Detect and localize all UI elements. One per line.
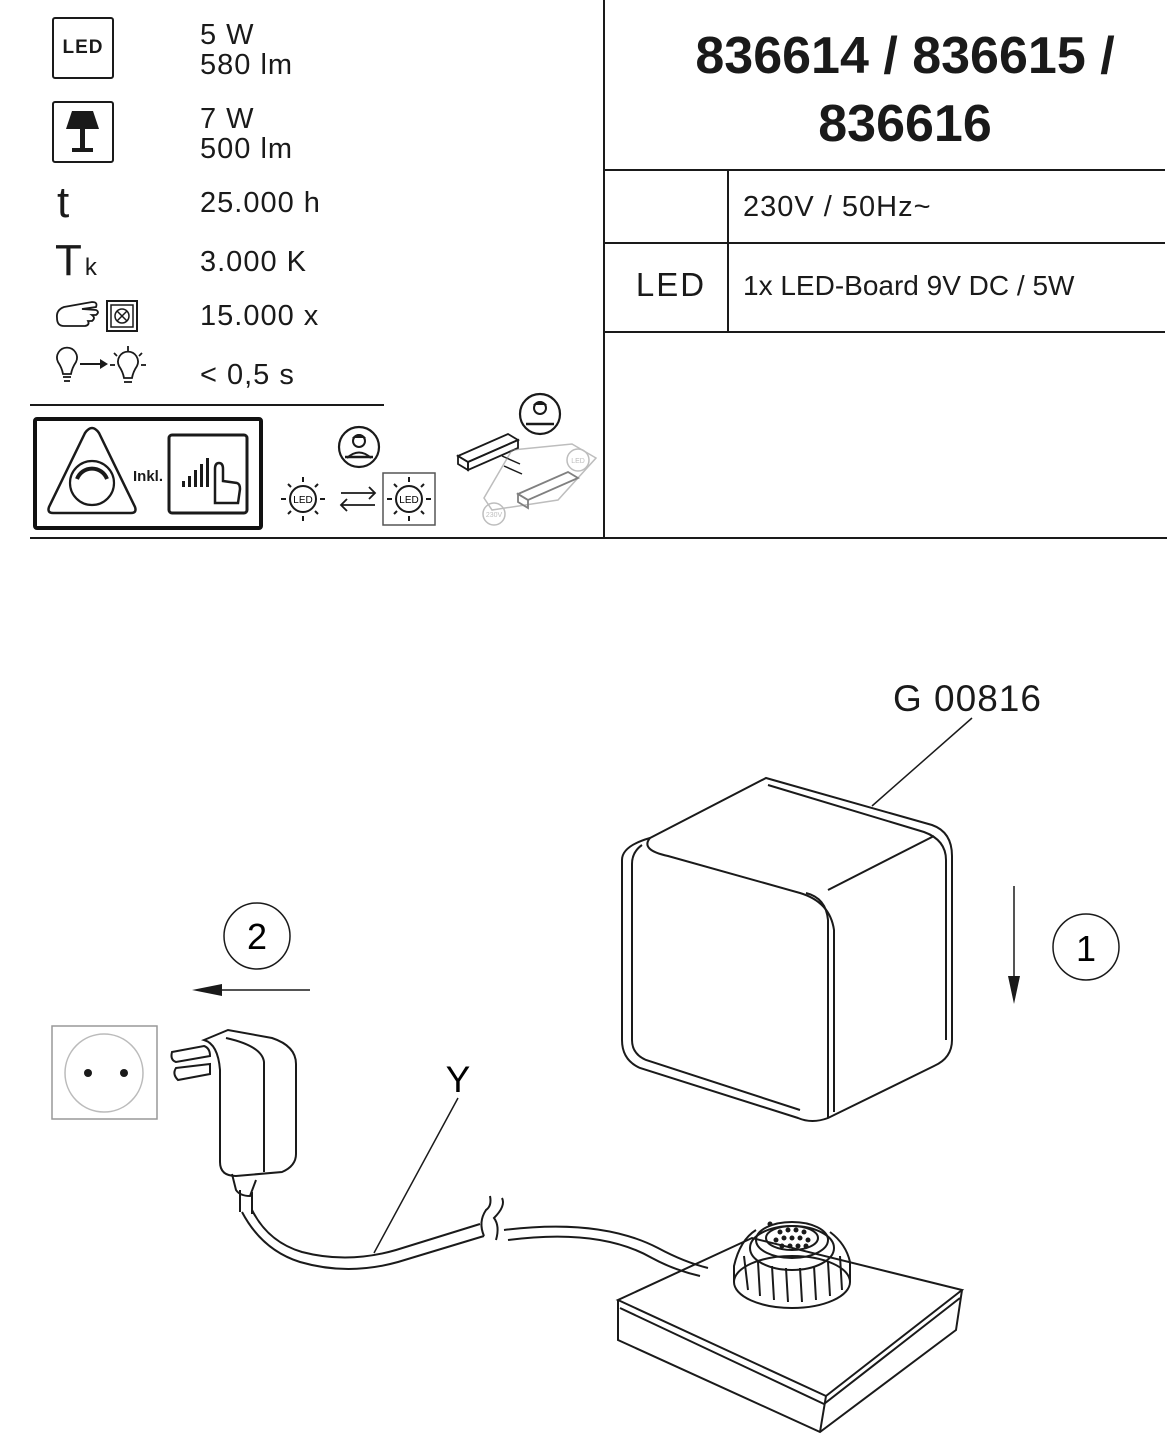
step-2-label: 2 [247, 916, 267, 957]
badge-led-label: LED [571, 458, 585, 465]
led-spec: 5 W 580 lm [200, 20, 293, 80]
table-lamp-icon [52, 101, 114, 163]
cube-shade [621, 776, 953, 1122]
table-rule-bottom [603, 331, 1165, 333]
swap-arrows-icon [339, 486, 377, 512]
led-icon-label: LED [62, 37, 104, 58]
led-flux: 580 lm [200, 49, 294, 81]
lamp-spec: 7 W 500 lm [200, 104, 293, 164]
lamp-flux: 500 lm [200, 133, 294, 165]
table-row2-value: 1x LED-Board 9V DC / 5W [743, 270, 1075, 301]
technician-icon [337, 425, 381, 469]
driver-replaceable-group: LED 230V [456, 392, 598, 526]
led-icon: LED [52, 17, 114, 79]
wall-socket [51, 1025, 158, 1120]
step-1-circle [1052, 913, 1120, 981]
startup-value: < 0,5 s [200, 359, 295, 391]
part-code-leader [871, 717, 973, 807]
inkl-label: Inkl. [133, 468, 164, 485]
led-sun-icon-right: LED [382, 472, 436, 526]
step-1-label: 1 [1076, 928, 1096, 969]
lamp-base [615, 1236, 965, 1434]
model-title-line2: 836616 [818, 95, 992, 153]
colortemp-k: k [84, 254, 97, 281]
colortemp-value: 3.000 K [200, 246, 307, 278]
touch-dimming-icon [167, 433, 249, 515]
led-power: 5 W [200, 19, 255, 51]
table-rule-top [603, 169, 1165, 171]
arrow-left-head [192, 984, 222, 996]
part-code-label: G 00816 [893, 678, 1042, 719]
dimmer-touch-box: Inkl. [33, 417, 263, 530]
switching-cycles-icon [55, 300, 138, 332]
cable-leader [373, 1097, 459, 1254]
technician-icon-2 [518, 392, 562, 436]
table-col-divider [727, 169, 729, 333]
badge-230v-label: 230V [486, 512, 503, 519]
colortemp-T: T [55, 236, 82, 285]
header-column-divider [603, 0, 605, 539]
power-cable [241, 1195, 709, 1277]
table-row2-label: LED [635, 266, 707, 303]
led-sun-right-label: LED [399, 495, 418, 506]
cable-label: Y [446, 1059, 471, 1100]
arrow-down-head [1008, 976, 1020, 1004]
led-module [733, 1221, 851, 1309]
assembly-drawing: 1 2 Y [51, 717, 1120, 1434]
spec-divider [30, 404, 384, 406]
led-sun-icon-left: LED [281, 477, 325, 521]
step-2-circle [223, 902, 291, 970]
led-chips [767, 1221, 811, 1249]
dimmer-icon [47, 426, 137, 515]
lamp-power: 7 W [200, 103, 255, 135]
swap-arrows-icon-2 [501, 455, 523, 475]
driver-unit-icon [456, 432, 520, 472]
startup-time-icon [56, 346, 146, 383]
header-bottom-rule [30, 537, 1167, 539]
cycles-value: 15.000 x [200, 300, 320, 332]
model-title-line1: 836614 / 836615 / [695, 27, 1115, 85]
table-row1-value: 230V / 50Hz~ [743, 191, 932, 223]
life-symbol: t [57, 178, 70, 227]
plug-adapter [170, 1028, 297, 1214]
table-rule-mid [603, 242, 1165, 244]
led-replaceable-group: LED LED [281, 425, 436, 526]
led-sun-left-label: LED [293, 495, 312, 506]
life-value: 25.000 h [200, 187, 321, 219]
driver-unit-ghost-icon: LED 230V [482, 443, 598, 526]
model-title: 836614 / 836615 / 836616 [605, 22, 1170, 158]
